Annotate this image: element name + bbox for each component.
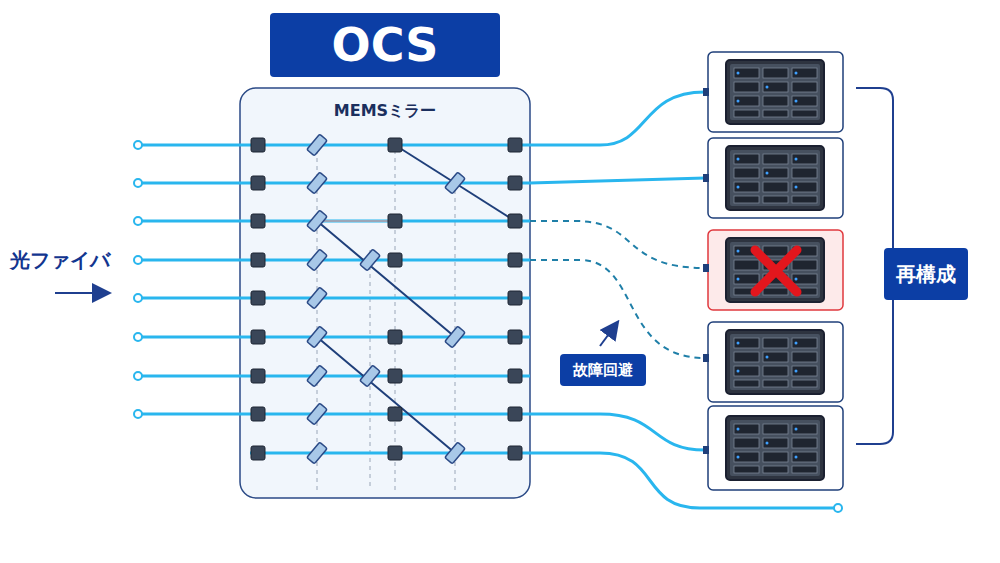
fiber-port [134, 333, 142, 341]
title-box: OCS [270, 13, 500, 77]
fiber-port [134, 256, 142, 264]
fiber-port [134, 179, 142, 187]
port-block [508, 291, 522, 305]
mems-mirror [307, 365, 328, 387]
port-block [251, 330, 265, 344]
mems-mirror [307, 210, 328, 232]
port-block [508, 407, 522, 421]
port-block [251, 253, 265, 267]
port-block [388, 330, 402, 344]
optical-fiber [138, 259, 530, 262]
port-block [388, 446, 402, 460]
port-block [508, 446, 522, 460]
mems-mirror [307, 249, 328, 271]
panel-label: MEMSミラー [331, 101, 439, 122]
optical-fiber [138, 182, 530, 185]
port-block [388, 214, 402, 228]
port-block [251, 176, 265, 190]
optical-fiber [138, 375, 530, 378]
port-block [251, 291, 265, 305]
mems-mirror [445, 326, 466, 348]
optical-fiber [138, 297, 530, 300]
port-block [251, 369, 265, 383]
mems-mirror [445, 172, 466, 194]
optical-fiber [138, 413, 530, 416]
fiber-label: 光ファイバ [10, 247, 110, 274]
mems-mirror [307, 403, 328, 425]
fiber-port [134, 217, 142, 225]
mems-mirror [445, 442, 466, 464]
port-block [508, 330, 522, 344]
port-block [251, 446, 265, 460]
mems-mirror [360, 249, 381, 271]
title-text: OCS [332, 22, 439, 68]
mems-mirror [307, 134, 328, 156]
callout-box: 故障回避 [560, 354, 646, 386]
port-block [388, 138, 402, 152]
mems-mirror [360, 365, 381, 387]
port-block [508, 176, 522, 190]
fiber-port [134, 141, 142, 149]
port-block [508, 369, 522, 383]
mems-mirror [307, 442, 328, 464]
port-block [508, 253, 522, 267]
fiber-port [134, 410, 142, 418]
optical-fiber [138, 144, 530, 147]
box-label: 故障回避 [573, 361, 633, 379]
port-block [388, 407, 402, 421]
port-block [508, 138, 522, 152]
optical-fiber [138, 336, 530, 339]
mems-mirror [307, 172, 328, 194]
port-block [251, 214, 265, 228]
fiber-port [134, 294, 142, 302]
port-block [508, 214, 522, 228]
fiber-port [134, 372, 142, 380]
port-block [251, 138, 265, 152]
port-block [251, 407, 265, 421]
mems-mirror [307, 287, 328, 309]
mems-mirror [307, 326, 328, 348]
reconfig-box: 再構成 [884, 248, 968, 300]
optical-fiber [138, 220, 530, 223]
port-block [388, 253, 402, 267]
box-label: 再構成 [896, 262, 956, 286]
port-block [388, 369, 402, 383]
ocs-panel: MEMSミラー [240, 88, 530, 498]
